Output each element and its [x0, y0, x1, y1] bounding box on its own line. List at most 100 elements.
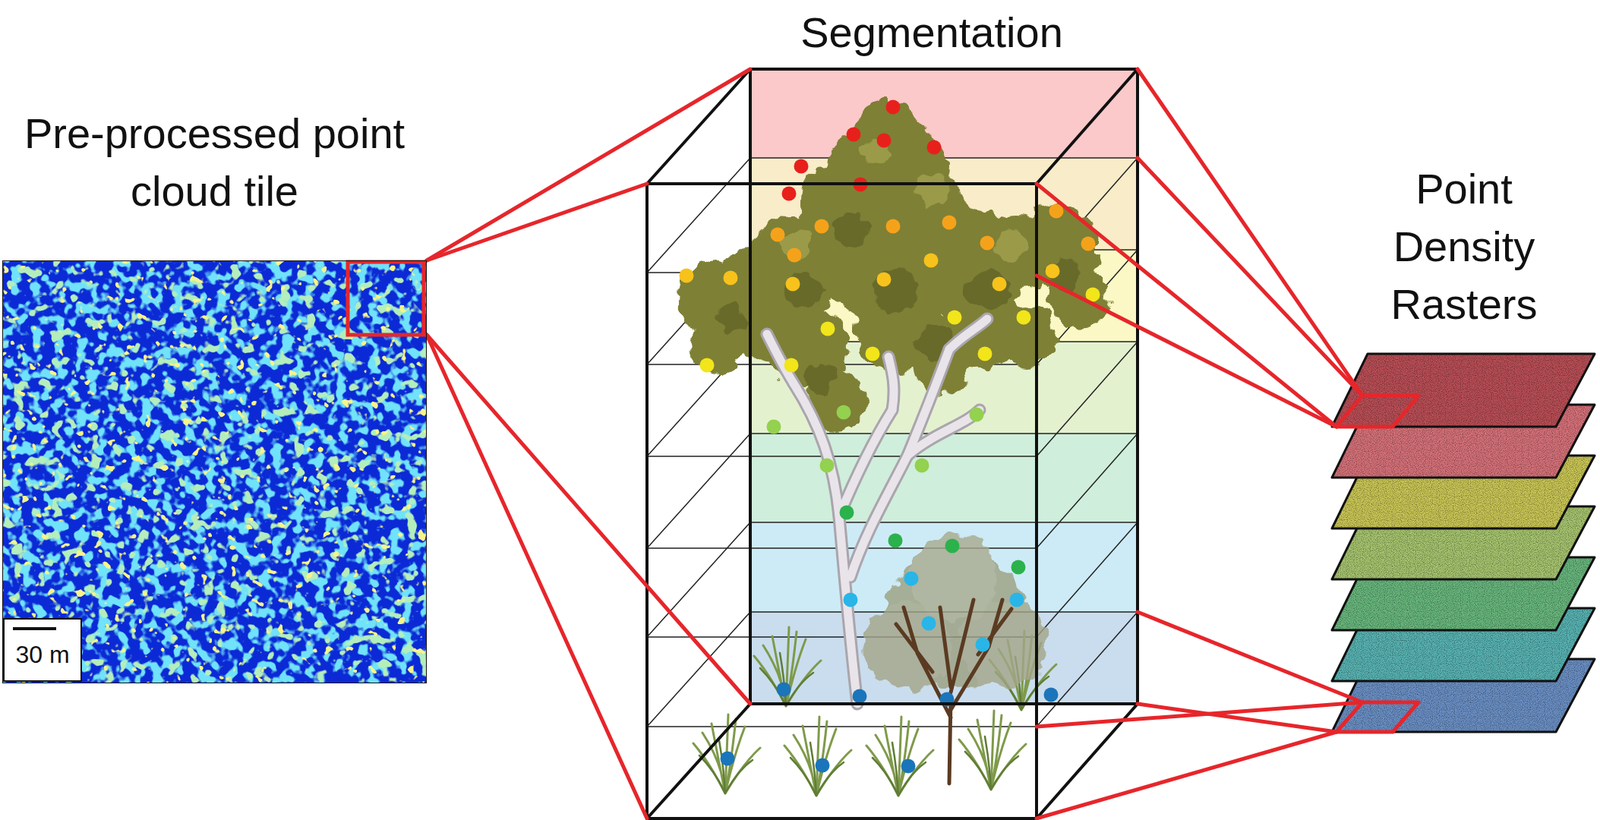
lidar-returns — [992, 277, 1007, 292]
lidar-returns — [915, 458, 930, 474]
zoom-line — [1137, 69, 1363, 396]
segmentation-box: Segmentation — [646, 69, 1138, 819]
zoom-line — [1137, 612, 1363, 703]
lidar-returns — [770, 227, 786, 243]
tree-foliage — [678, 101, 1109, 432]
lidar-returns — [700, 287, 1101, 373]
lidar-returns — [820, 458, 835, 474]
tree-foliage — [833, 212, 868, 247]
point-cloud-tile — [2, 260, 427, 684]
tree-foliage — [917, 174, 951, 209]
tree-trunk — [907, 410, 980, 456]
lidar-returns — [980, 236, 995, 251]
grass — [784, 716, 852, 796]
lidar-returns — [975, 637, 991, 653]
grass — [866, 716, 934, 796]
box-outline — [646, 69, 1138, 819]
lidar-returns — [1016, 310, 1032, 326]
lidar-returns — [886, 100, 901, 115]
zoom-lines — [1036, 69, 1363, 819]
lidar-returns — [815, 758, 830, 774]
lidar-returns — [969, 407, 985, 423]
lidar-returns — [766, 405, 985, 474]
lidar-returns — [700, 358, 715, 373]
lidar-returns — [794, 159, 809, 174]
zoom-line — [1137, 157, 1363, 396]
lidar-returns — [901, 759, 916, 774]
figure-heading: Pre-processed point cloud tile — [3, 104, 427, 221]
point-cloud-tile — [2, 260, 427, 684]
point-cloud-tile — [2, 260, 427, 684]
lidar-returns — [720, 682, 1059, 774]
tree-trunk — [839, 410, 893, 517]
lidar-returns — [1011, 560, 1026, 575]
zoom-line — [1036, 275, 1337, 427]
zoom-line — [426, 334, 647, 819]
tree-trunk — [766, 318, 988, 704]
shrub — [896, 599, 1012, 784]
lidar-returns — [836, 405, 852, 420]
lidar-returns — [839, 505, 855, 521]
lidar-returns — [904, 571, 919, 587]
lidar-returns — [720, 751, 736, 767]
raster-stack — [1331, 353, 1595, 427]
zoom-square — [1336, 702, 1419, 733]
lidar-returns — [886, 219, 901, 234]
box-outline — [750, 69, 1138, 704]
tree-trunk — [888, 356, 894, 411]
lidar-returns — [1044, 687, 1059, 703]
box-outline — [646, 69, 1138, 819]
lidar-returns — [1081, 236, 1096, 252]
lidar-returns — [787, 248, 802, 263]
lidar-returns — [776, 682, 792, 698]
height-bands — [750, 69, 1138, 158]
lidar-returns — [1045, 264, 1061, 279]
scale-bar-box: 30 m — [3, 618, 83, 682]
zoom-line — [1036, 732, 1337, 819]
lidar-returns — [820, 321, 836, 337]
tree-foliage — [873, 267, 919, 313]
tree-foliage — [993, 227, 1027, 262]
lidar-returns — [785, 277, 801, 292]
raster-stack — [1331, 353, 1595, 427]
lidar-returns — [942, 215, 957, 231]
grass — [959, 710, 1026, 790]
tree-trunk — [793, 383, 858, 704]
point-cloud-tile — [2, 260, 427, 684]
point-cloud-tile: Pre-processed point cloud tile30 m — [2, 260, 427, 684]
lidar-returns — [924, 253, 939, 269]
tree-foliage — [678, 101, 1109, 432]
zoom-line — [1036, 702, 1363, 727]
lidar-returns — [877, 133, 892, 149]
tree-foliage — [785, 271, 824, 310]
lidar-returns — [978, 347, 993, 362]
lidar-returns — [843, 571, 1025, 653]
scale-bar — [12, 627, 57, 631]
zoom-line — [1036, 183, 1337, 427]
zoom-lines — [426, 69, 751, 819]
slice-planes — [646, 157, 1138, 727]
shrub — [863, 533, 1048, 784]
lidar-returns — [945, 539, 960, 554]
tree-trunk — [766, 318, 988, 704]
lidar-returns — [877, 272, 892, 288]
lidar-returns — [846, 127, 862, 143]
grass — [754, 627, 821, 707]
scale-label: 30 m — [4, 639, 81, 670]
tree-foliage — [1030, 201, 1084, 255]
lidar-returns — [888, 533, 903, 549]
lidar-returns — [865, 347, 881, 362]
zoom-line — [426, 183, 647, 261]
zoom-square — [1336, 395, 1419, 427]
raster-stack — [1331, 353, 1595, 427]
zoom-square — [347, 261, 424, 335]
raster-stack — [1331, 353, 1595, 427]
height-bands — [750, 433, 1138, 523]
lidar-returns — [784, 358, 799, 373]
lidar-returns — [947, 310, 963, 326]
raster-stack — [1331, 353, 1595, 733]
tree-foliage — [996, 305, 1058, 367]
lidar-returns — [766, 419, 782, 435]
lidar-returns — [814, 219, 830, 234]
